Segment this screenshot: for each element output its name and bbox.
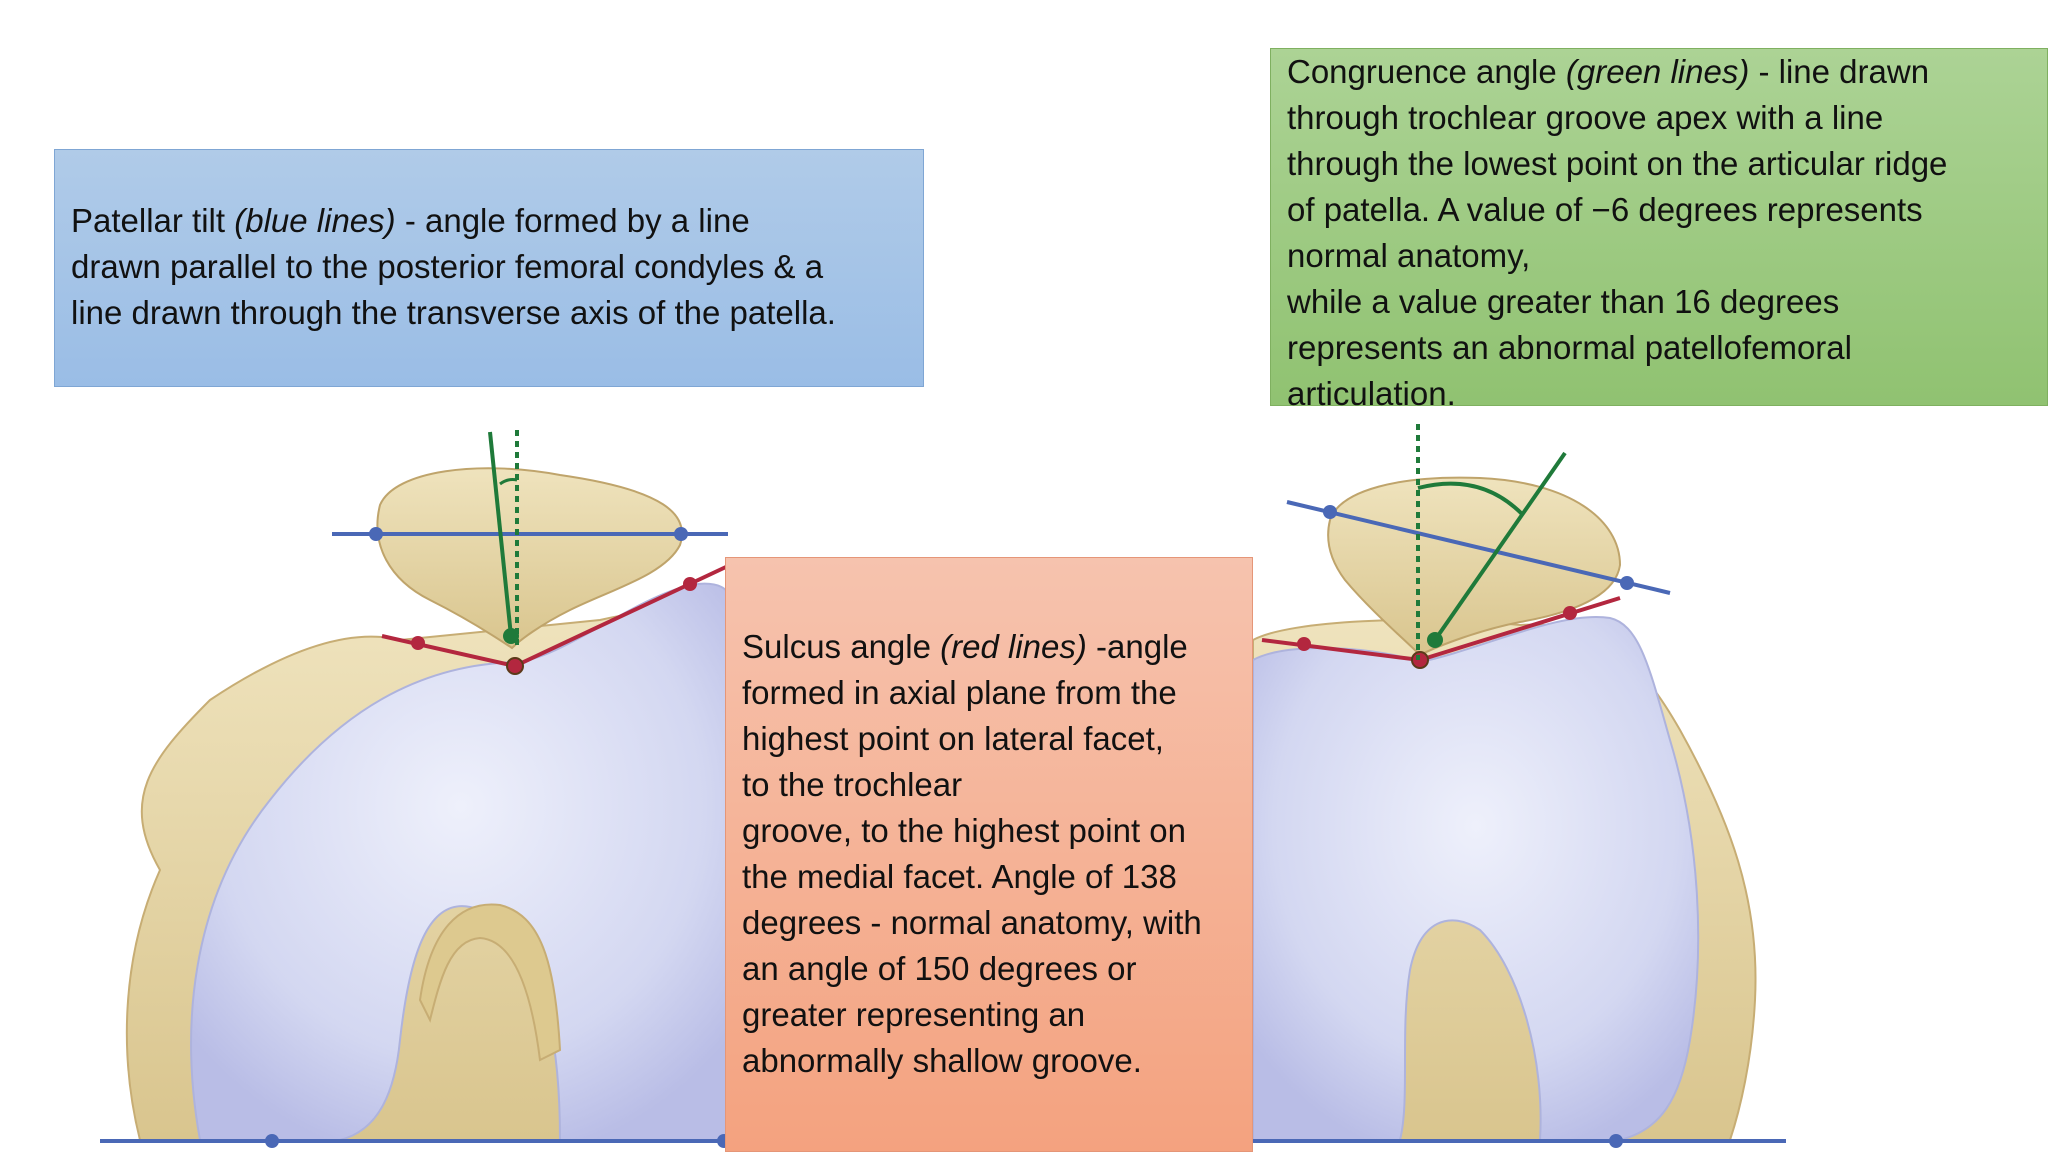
- congruence-line-8: articulation.: [1287, 375, 1456, 412]
- left-red-point-medial: [683, 577, 697, 591]
- left-blue-point-medial: [674, 527, 688, 541]
- sulcus-line-1: Sulcus angle (red lines) -angle: [742, 628, 1188, 665]
- left-femur-cartilage: [190, 582, 731, 1141]
- patellar-tilt-box: Patellar tilt (blue lines) - angle forme…: [54, 149, 924, 387]
- left-baseline-point: [265, 1134, 279, 1148]
- left-notch: [418, 903, 562, 1062]
- congruence-line-5: normal anatomy,: [1287, 237, 1531, 274]
- left-red-point-groove: [506, 657, 524, 675]
- right-blue-line: [1286, 500, 1671, 595]
- congruence-line-6: while a value greater than 16 degrees: [1287, 283, 1840, 320]
- sulcus-line-5: groove, to the highest point on: [742, 812, 1186, 849]
- right-red-point-medial: [1563, 606, 1577, 620]
- congruence-line-1: Congruence angle (green lines) - line dr…: [1287, 53, 1930, 90]
- congruence-line-7: represents an abnormal patellofemoral: [1287, 329, 1852, 366]
- left-green-point: [503, 628, 519, 644]
- sulcus-line-9: greater representing an: [742, 996, 1086, 1033]
- congruence-line-3: through the lowest point on the articula…: [1287, 145, 1948, 182]
- right-baseline-point: [1609, 1134, 1623, 1148]
- left-blue-point-lateral: [369, 527, 383, 541]
- patellar-tilt-line-1: Patellar tilt (blue lines) - angle forme…: [71, 202, 750, 239]
- left-green-arc: [499, 478, 518, 486]
- sulcus-angle-box: Sulcus angle (red lines) -angle formed i…: [725, 557, 1253, 1152]
- right-red-point-lateral: [1297, 637, 1311, 651]
- sulcus-line-2: formed in axial plane from the: [742, 674, 1177, 711]
- congruence-line-2: through trochlear groove apex with a lin…: [1287, 99, 1884, 136]
- sulcus-line-8: an angle of 150 degrees or: [742, 950, 1137, 987]
- sulcus-line-7: degrees - normal anatomy, with: [742, 904, 1202, 941]
- right-green-arc: [1417, 481, 1524, 516]
- right-green-line: [1433, 451, 1567, 642]
- right-green-point: [1427, 632, 1443, 648]
- left-red-point-lateral: [411, 636, 425, 650]
- right-femur-cartilage: [1252, 616, 1700, 1141]
- left-patella: [376, 467, 684, 650]
- sulcus-line-3: highest point on lateral facet,: [742, 720, 1164, 757]
- sulcus-line-6: the medial facet. Angle of 138: [742, 858, 1177, 895]
- right-patella: [1327, 476, 1622, 657]
- congruence-line-4: of patella. A value of −6 degrees repres…: [1287, 191, 1923, 228]
- right-blue-point-lateral: [1323, 505, 1337, 519]
- left-green-line: [488, 431, 513, 637]
- sulcus-line-10: abnormally shallow groove.: [742, 1042, 1142, 1079]
- patellar-tilt-line-2: drawn parallel to the posterior femoral …: [71, 248, 824, 285]
- right-blue-point-medial: [1620, 576, 1634, 590]
- congruence-angle-box: Congruence angle (green lines) - line dr…: [1270, 48, 2048, 412]
- sulcus-line-4: to the trochlear: [742, 766, 963, 803]
- patellar-tilt-line-3: line drawn through the transverse axis o…: [71, 294, 836, 331]
